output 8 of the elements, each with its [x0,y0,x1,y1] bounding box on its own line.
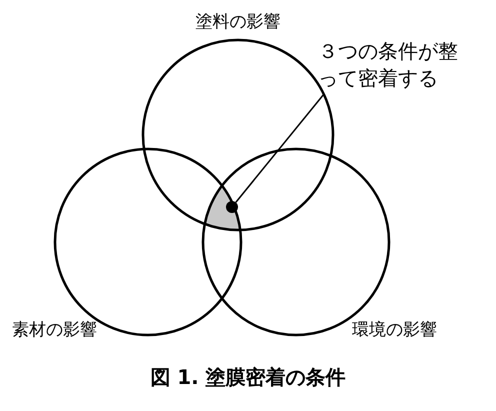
circle-label: 環境の影響 [352,319,437,341]
figure-caption: 図 1. 塗膜密着の条件 [150,364,346,391]
leader-line [235,94,325,203]
venn-circle [142,38,334,232]
dot [226,201,238,213]
callout-text: ３つの条件が整って密着する [318,38,468,92]
circle-label: 塗料の影響 [196,11,280,33]
circle-label: 素材の影響 [12,319,97,341]
